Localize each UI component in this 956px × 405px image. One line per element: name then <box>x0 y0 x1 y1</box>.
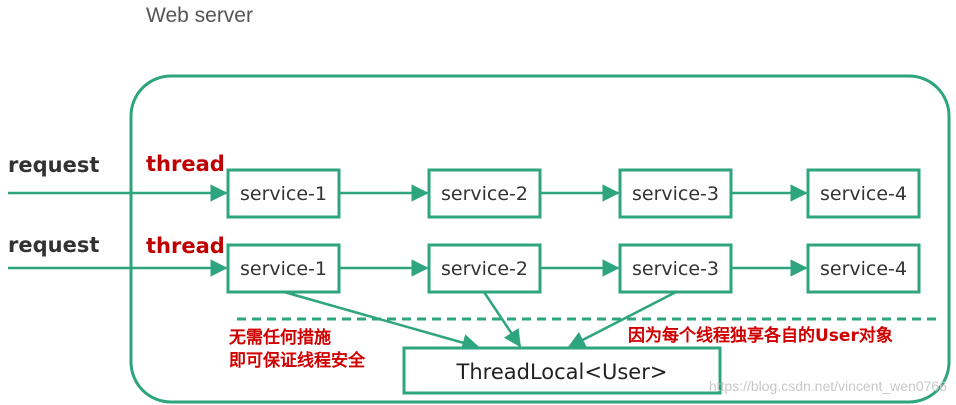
service-box-1-1 <box>226 168 341 219</box>
service-label-1-4: service-4 <box>820 183 907 205</box>
service-box-2-1 <box>226 243 341 294</box>
service-label-2-3: service-3 <box>632 258 719 280</box>
note-left-line-1: 无需任何措施 <box>228 327 331 348</box>
threadlocal-arrow-1 <box>283 290 480 352</box>
service-label-1-1: service-1 <box>240 183 327 205</box>
service-box-1-4 <box>806 168 921 219</box>
web-server-container <box>129 74 951 404</box>
threadlocal-label: ThreadLocal<User> <box>456 360 668 384</box>
service-label-2-1: service-1 <box>240 258 327 280</box>
service-box-2-4 <box>806 243 921 294</box>
service-label-2-2: service-2 <box>441 258 528 280</box>
watermark: https://blog.csdn.net/vincent_wen0766 <box>709 378 947 394</box>
threadlocal-arrow-3 <box>567 290 677 349</box>
thread-label-2: thread <box>146 234 225 258</box>
diagram-title: Web server <box>146 4 253 27</box>
service-label-1-3: service-3 <box>632 183 719 205</box>
note-right: 因为每个线程独享各自的User对象 <box>628 325 893 346</box>
request-label-1: request <box>8 153 99 177</box>
service-label-2-4: service-4 <box>820 258 907 280</box>
note-left-line-2: 即可保证线程安全 <box>229 350 366 371</box>
thread-label-1: thread <box>146 152 225 176</box>
service-label-1-2: service-2 <box>441 183 528 205</box>
threadlocal-box <box>402 346 722 395</box>
threadlocal-arrow-2 <box>482 291 522 348</box>
request-label-2: request <box>8 233 99 257</box>
